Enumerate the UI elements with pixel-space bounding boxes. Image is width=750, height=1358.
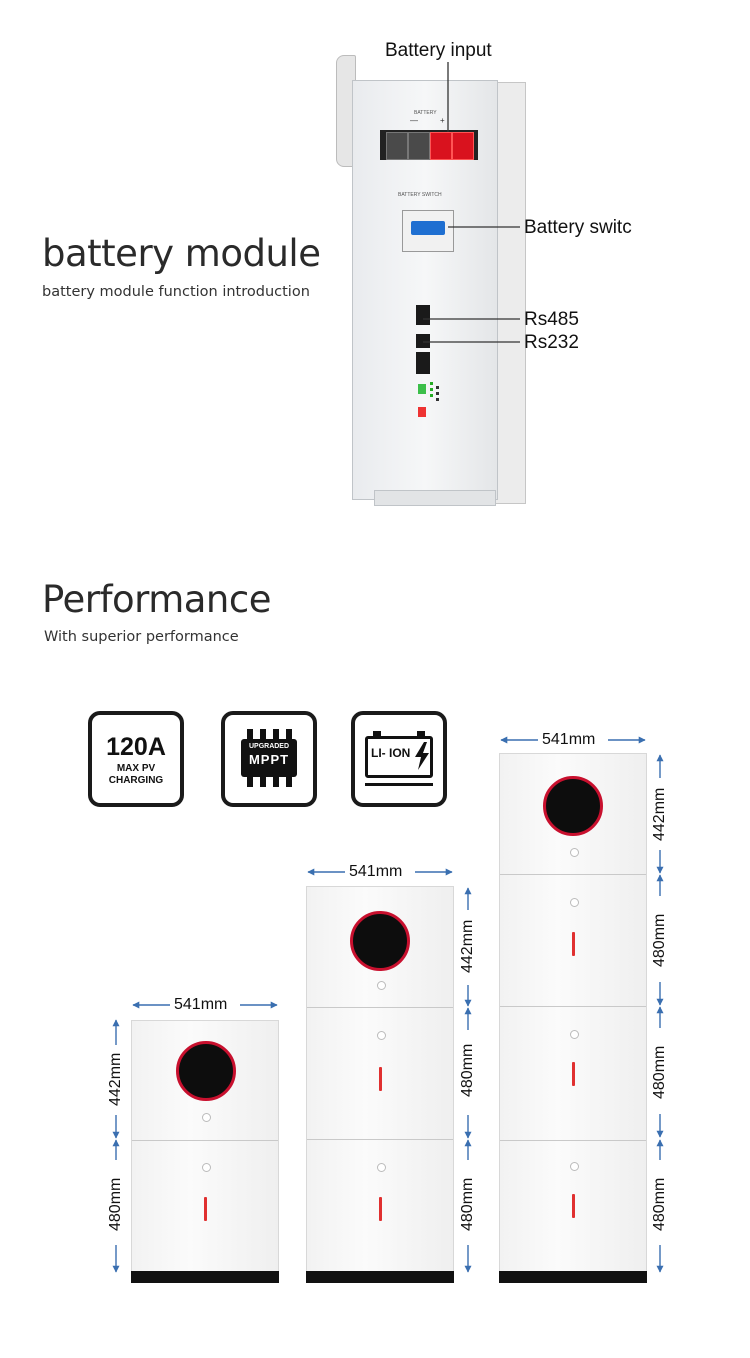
stack-2-indicator-2 [379,1197,382,1221]
badge-mppt-line1: UPGRADED [248,743,290,750]
badge-120a-pv-charging: 120A MAX PV CHARGING [88,711,184,807]
stack-3-battery-height-label-2: 480mm [651,1045,668,1099]
chip-icon [241,729,297,789]
stack-3-body [499,753,647,1272]
stack-2-battery-height-label-2: 480mm [459,1177,476,1231]
stack-3-inverter-height-label: 442mm [651,787,668,841]
stack-1-width-label: 541mm [174,996,228,1013]
battery-module-image: BATTERY — + BATTERY SWITCH [330,50,530,510]
battery-label: BATTERY [414,110,437,116]
stack-3-width-label: 541mm [542,731,596,748]
badge-pv-line3: CHARGING [108,775,164,786]
module-side-rail [494,82,526,504]
can-port [416,352,430,374]
battery-switch-label: BATTERY SWITCH [398,192,442,198]
green-connector [418,384,426,394]
stack-2-base [306,1271,454,1283]
stack-3-battery-height-label-3: 480mm [651,1177,668,1231]
battery-base-line [365,783,433,786]
badge-li-ion: LI- ION [351,711,447,807]
stack-3-indicator-2 [572,1062,575,1086]
stack-2-body [306,886,454,1272]
section-title-battery-module: battery module [42,232,321,275]
callout-rs485: Rs485 [524,309,579,330]
stack-1-body [131,1020,279,1272]
stack-3-display [543,776,603,836]
dip-switch [418,407,426,417]
callout-rs232: Rs232 [524,332,579,353]
stack-2-indicator-1 [379,1067,382,1091]
battery-post-left [373,731,381,736]
battery-terminal-block [380,130,478,160]
minus-label: — [410,116,418,125]
stack-3-indicator-1 [572,932,575,956]
battery-post-right [417,731,425,736]
stack-2-width-label: 541mm [349,863,403,880]
status-leds [430,382,444,412]
module-foot [374,490,496,506]
badge-mppt-line2: MPPT [248,752,290,767]
section-title-performance: Performance [42,578,271,621]
stack-1-battery-height-label: 480mm [107,1177,124,1231]
stack-1-indicator [204,1197,207,1221]
stack-3-base [499,1271,647,1283]
lightning-icon [415,742,429,770]
section-subtitle-performance: With superior performance [44,629,239,645]
rs485-port [416,305,430,325]
rs232-port [416,334,430,348]
stack-3-battery-height-label-1: 480mm [651,913,668,967]
badge-pv-line2: MAX PV [116,763,156,774]
stack-3-indicator-3 [572,1194,575,1218]
battery-switch [402,210,454,252]
stack-2-display [350,911,410,971]
stack-2-battery-height-label-1: 480mm [459,1043,476,1097]
plus-label: + [440,116,445,125]
stack-1-inverter-height-label: 442mm [107,1052,124,1106]
badge-li-text: LI- ION [371,746,411,760]
stack-1-base [131,1271,279,1283]
stack-2-inverter-height-label: 442mm [459,919,476,973]
badge-pv-value: 120A [106,733,166,761]
badge-upgraded-mppt: UPGRADED MPPT [221,711,317,807]
stack-1-display [176,1041,236,1101]
callout-battery-input: Battery input [385,40,492,61]
battery-icon [365,736,433,778]
section-subtitle-battery-module: battery module function introduction [42,284,310,300]
callout-battery-switch: Battery switc [524,217,632,238]
